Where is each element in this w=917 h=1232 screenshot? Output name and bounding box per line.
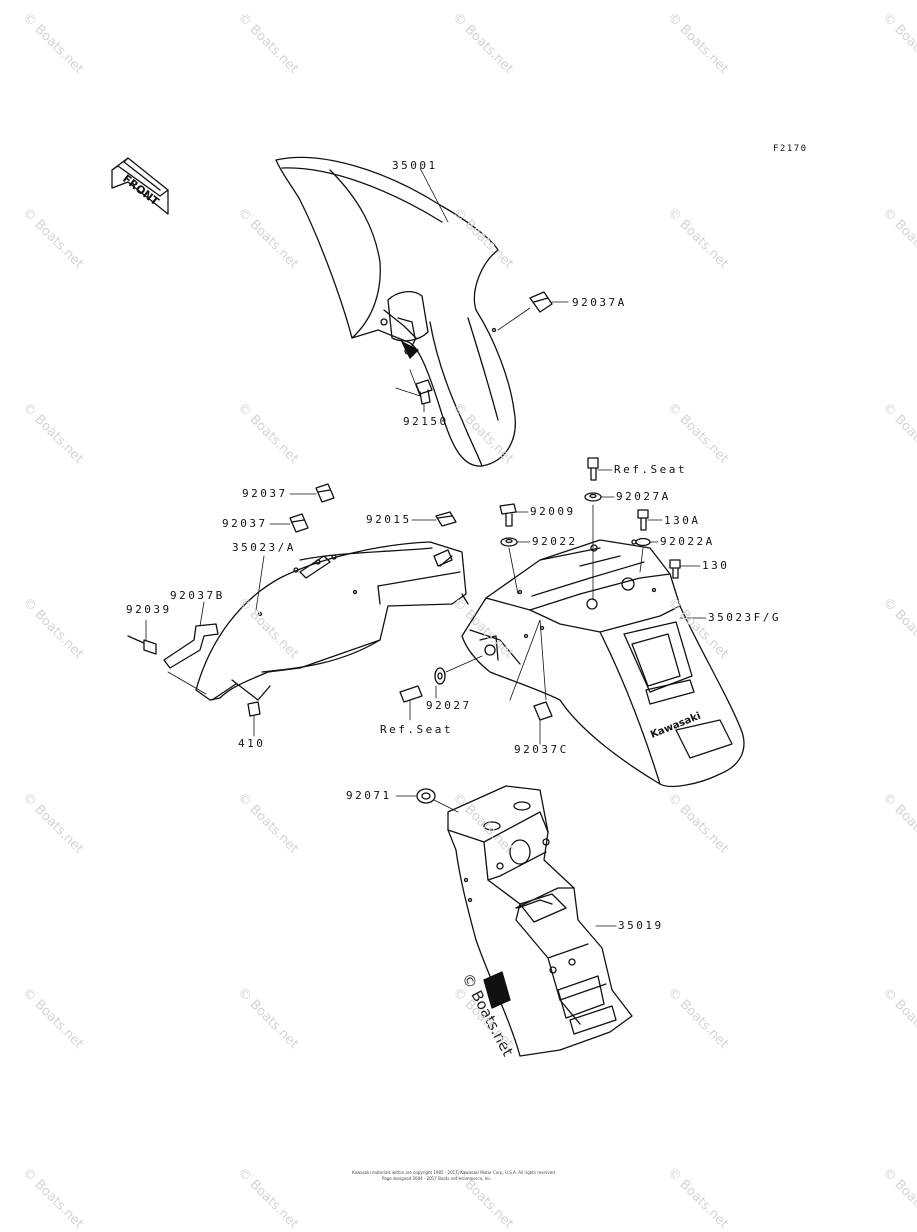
part-label-92009[interactable]: 92009	[530, 505, 576, 518]
part-label-92071[interactable]: 92071	[346, 789, 392, 802]
copyright-line-1: Kawasaki materials within are copyright …	[352, 1170, 557, 1175]
part-label-92027A[interactable]: 92027A	[616, 490, 671, 503]
part-label-92022A[interactable]: 92022A	[660, 535, 715, 548]
washer-92022A-icon	[635, 537, 651, 547]
part-label-ref-seat-bottom[interactable]: Ref.Seat	[380, 723, 453, 736]
bolt-ref-seat-top-icon	[587, 457, 599, 481]
part-label-92037C[interactable]: 92037C	[514, 743, 569, 756]
washer-92022-icon	[500, 537, 518, 547]
part-label-92037B[interactable]: 92037B	[170, 589, 225, 602]
part-label-35023FG[interactable]: 35023F/G	[708, 611, 781, 624]
washer-92027A-icon	[584, 492, 602, 502]
part-label-92037A[interactable]: 92037A	[572, 296, 627, 309]
leader-lines	[145, 167, 707, 927]
nut-92015-icon	[435, 511, 457, 527]
bolt-92150-icon	[395, 369, 433, 405]
bolt-130A-icon	[637, 509, 649, 531]
clip-92037-lower-icon	[289, 513, 309, 533]
clip-92037-upper-icon	[315, 483, 335, 503]
part-label-92150[interactable]: 92150	[403, 415, 449, 428]
grommet-92071-icon	[416, 788, 436, 804]
part-label-35023A[interactable]: 35023/A	[232, 541, 296, 554]
clip-92037A-icon	[497, 291, 553, 331]
part-label-92022[interactable]: 92022	[532, 535, 578, 548]
part-label-35019[interactable]: 35019	[618, 919, 664, 932]
washer-92027-icon	[434, 667, 446, 685]
diagram-code: F2170	[773, 144, 808, 154]
part-label-35001[interactable]: 35001	[392, 159, 438, 172]
part-label-ref-seat-top[interactable]: Ref.Seat	[614, 463, 687, 476]
front-fender-35001	[275, 156, 516, 467]
bracket-92037B	[163, 623, 219, 669]
clip-92037C-icon	[533, 701, 553, 721]
bolt-130-icon	[669, 559, 681, 579]
copyright-line-2: Page designed 2004 - 2017 Boats.net ecom…	[382, 1176, 492, 1181]
rear-fender-35023FG	[461, 539, 745, 787]
front-arrow-icon	[111, 157, 169, 215]
part-label-130[interactable]: 130	[702, 559, 730, 572]
nut-410-icon	[247, 701, 261, 717]
part-label-92015[interactable]: 92015	[366, 513, 412, 526]
parts-diagram: FRONT Kawasaki	[111, 156, 745, 1057]
part-label-130A[interactable]: 130A	[664, 514, 701, 527]
rear-inner-fender-35023A	[195, 541, 469, 701]
fender-bracket-35019	[447, 785, 633, 1057]
bolt-92039-icon	[127, 635, 157, 655]
bolt-92009-icon	[499, 503, 517, 527]
part-label-92039[interactable]: 92039	[126, 603, 172, 616]
part-label-92027[interactable]: 92027	[426, 699, 472, 712]
part-label-410[interactable]: 410	[238, 737, 266, 750]
part-label-92037-upper[interactable]: 92037	[242, 487, 288, 500]
bolt-ref-seat-bottom-icon	[399, 685, 423, 703]
part-label-92037-lower[interactable]: 92037	[222, 517, 268, 530]
